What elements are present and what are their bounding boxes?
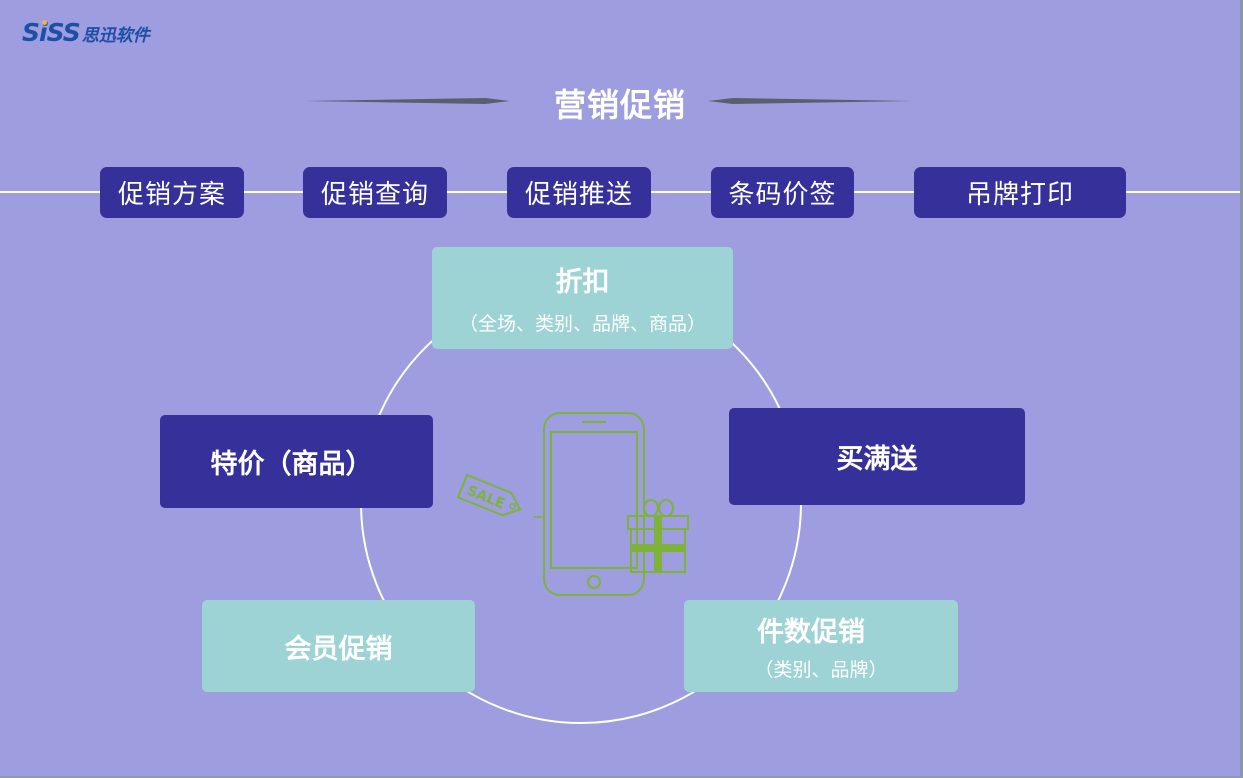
node-discount[interactable]: 折扣 （全场、类别、品牌、商品） [432, 247, 733, 349]
logo: SiSS 思迅软件 [22, 18, 150, 47]
node-discount-subtitle: （全场、类别、品牌、商品） [458, 313, 706, 335]
node-buy-gift[interactable]: 买满送 [729, 408, 1025, 505]
slide-edge-right [1240, 0, 1243, 778]
gift-box-icon [627, 499, 689, 573]
page-title: 营销促销 [553, 86, 686, 124]
node-quantity-title: 件数促销 [757, 617, 865, 648]
node-buy-gift-title: 买满送 [836, 444, 918, 475]
promotion-illustration: SALE [456, 412, 689, 596]
tab-hangtag-print[interactable]: 吊牌打印 [914, 167, 1126, 218]
node-special-price[interactable]: 特价（商品） [160, 415, 433, 508]
tab-promotion-push[interactable]: 促销推送 [507, 167, 651, 218]
logo-text-cn: 思迅软件 [81, 26, 150, 46]
logo-text-en: SiSS [22, 18, 81, 47]
logo-dot-icon [42, 20, 47, 25]
node-member[interactable]: 会员促销 [202, 600, 475, 692]
title-decoration-right [708, 98, 913, 104]
node-quantity[interactable]: 件数促销 （类别、品牌） [684, 600, 958, 692]
tab-promotion-plan[interactable]: 促销方案 [100, 167, 244, 218]
node-special-price-title: 特价（商品） [210, 449, 373, 480]
sale-tag-icon: SALE [456, 473, 522, 517]
title-decoration-left [305, 98, 510, 104]
node-discount-title: 折扣 [555, 267, 610, 298]
node-quantity-subtitle: （类别、品牌） [754, 659, 888, 681]
tab-barcode-label[interactable]: 条码价签 [711, 167, 854, 218]
node-member-title: 会员促销 [284, 633, 393, 665]
slide-edge-bottom [0, 776, 1243, 778]
tab-promotion-query[interactable]: 促销查询 [303, 167, 447, 218]
smartphone-icon [543, 412, 645, 596]
